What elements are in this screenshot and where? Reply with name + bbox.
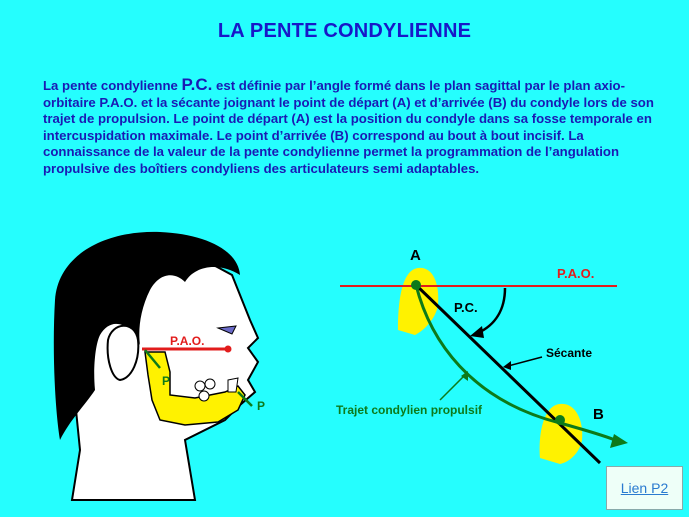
- condyle-trajectory: [144, 349, 161, 369]
- label-pao: P.A.O.: [557, 266, 594, 281]
- label-pc: P.C.: [454, 300, 478, 315]
- p-label-condyle: P: [162, 374, 170, 388]
- secante-pointer: [507, 356, 543, 367]
- p-label-incisal: P: [257, 399, 265, 413]
- incisal-trajectory: [237, 391, 253, 407]
- trajet-pointer-head: [461, 371, 468, 381]
- trajet-pointer: [439, 374, 466, 401]
- eye: [216, 325, 237, 335]
- pc-arc-arrowhead: [470, 326, 484, 338]
- label-b: B: [593, 406, 604, 423]
- point-b: [555, 415, 565, 425]
- page-title: LA PENTE CONDYLIENNE: [217, 20, 472, 42]
- secant-line: [414, 283, 602, 465]
- incisor: [227, 377, 239, 393]
- label-a: A: [410, 247, 421, 264]
- lien-p2-link[interactable]: Lien P2: [620, 480, 669, 496]
- lien-p2-button[interactable]: Lien P2: [606, 466, 683, 510]
- tooth: [198, 390, 210, 402]
- ear: [106, 324, 140, 382]
- mandible: [144, 351, 246, 426]
- tooth: [204, 378, 216, 390]
- pao-label: P.A.O.: [170, 334, 204, 348]
- condylar-slope-diagram: A B P.A.O. P.C. Sécante Trajet condylien…: [336, 247, 628, 465]
- point-a: [411, 280, 421, 290]
- hair: [53, 231, 240, 440]
- paragraph-pc-term: P.C.: [181, 75, 213, 94]
- trajet-arrowhead: [610, 434, 628, 448]
- tooth: [194, 380, 206, 392]
- secante-pointer-head: [503, 361, 511, 370]
- paragraph-intro: La pente condylienne: [43, 78, 182, 93]
- orbitale-point: [224, 345, 232, 353]
- pc-angle-arc: [477, 287, 507, 335]
- label-secante: Sécante: [546, 346, 592, 360]
- definition-paragraph: La pente condylienne P.C. est définie pa…: [43, 75, 668, 177]
- paragraph-rest: est définie par l’angle formé dans le pl…: [43, 78, 654, 176]
- trajet-curve: [414, 284, 616, 442]
- label-trajet: Trajet condylien propulsif: [336, 403, 483, 417]
- head-profile-illustration: P.A.O. P P: [53, 231, 265, 501]
